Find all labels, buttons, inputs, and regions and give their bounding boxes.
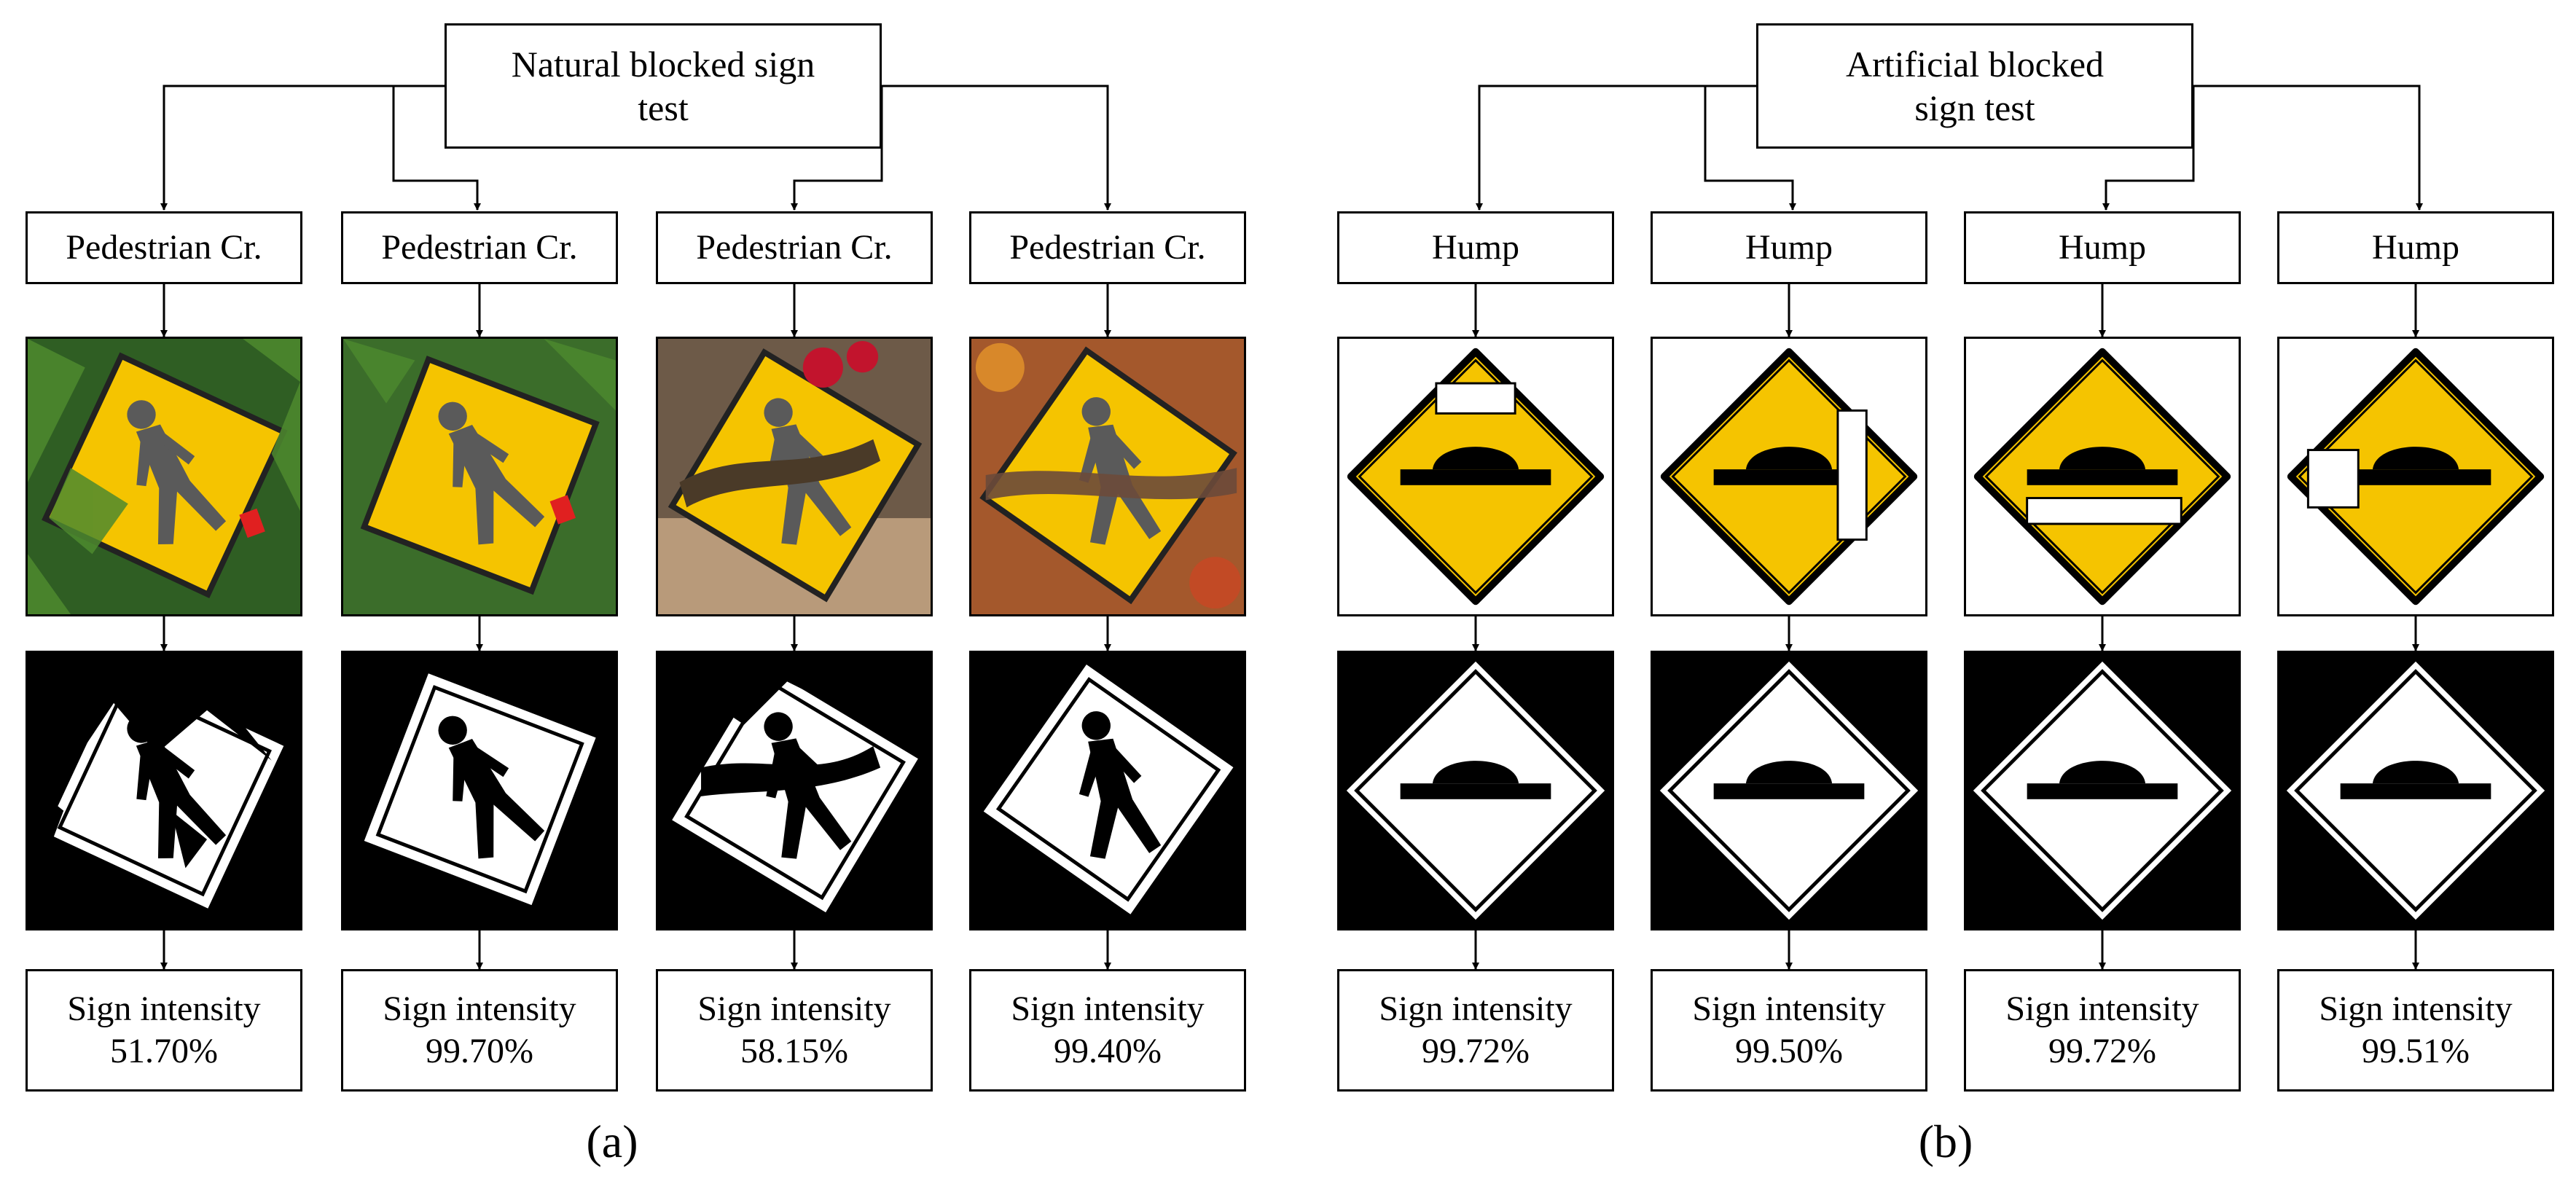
result-value: 51.70% [110, 1032, 218, 1070]
root-line-2: test [638, 87, 689, 128]
result-value: 99.72% [2048, 1032, 2156, 1070]
root-natural-test: Natural blocked sign test [445, 23, 882, 149]
sign-photo [969, 337, 1246, 616]
sign-label: Pedestrian Cr. [696, 228, 893, 267]
panel-label-a: (a) [586, 1116, 638, 1167]
binary-mask-image [656, 651, 933, 930]
sign-label-box: Pedestrian Cr. [656, 211, 933, 284]
result-label: Sign intensity [2005, 990, 2199, 1029]
result-value: 99.72% [1422, 1032, 1530, 1070]
result-value: 99.51% [2362, 1032, 2470, 1070]
sign-label: Hump [1432, 228, 1519, 267]
sign-label: Hump [2372, 228, 2459, 267]
result-label: Sign intensity [383, 990, 576, 1029]
blocked-sign-image [1964, 337, 2241, 616]
sign-photo [656, 337, 933, 616]
sign-label: Pedestrian Cr. [1009, 228, 1206, 267]
binary-mask-image [1651, 651, 1927, 930]
binary-mask-image [1337, 651, 1614, 930]
root-line-2: sign test [1914, 87, 2035, 128]
sign-label-box: Hump [2277, 211, 2554, 284]
result-value: 99.70% [426, 1032, 533, 1070]
blocked-sign-image [2277, 337, 2554, 616]
sign-label-box: Pedestrian Cr. [341, 211, 618, 284]
sign-label: Pedestrian Cr. [381, 228, 578, 267]
result-value: 99.40% [1054, 1032, 1162, 1070]
blocked-sign-image [1651, 337, 1927, 616]
sign-label: Pedestrian Cr. [66, 228, 262, 267]
sign-label-box: Hump [1337, 211, 1614, 284]
sign-label-box: Hump [1964, 211, 2241, 284]
root-line-1: Natural blocked sign [511, 44, 815, 85]
sign-label: Hump [1745, 228, 1833, 267]
binary-mask-image [26, 651, 302, 930]
binary-mask-image [1964, 651, 2241, 930]
result-label: Sign intensity [1011, 990, 1205, 1029]
blocked-sign-image [1337, 337, 1614, 616]
binary-mask-image [2277, 651, 2554, 930]
result-label: Sign intensity [67, 990, 261, 1029]
result-label: Sign intensity [697, 990, 891, 1029]
sign-photo [26, 337, 302, 616]
panel-label-b: (b) [1918, 1116, 1973, 1167]
sign-label-box: Hump [1651, 211, 1927, 284]
sign-label: Hump [2059, 228, 2146, 267]
result-label: Sign intensity [2319, 990, 2513, 1029]
root-line-1: Artificial blocked [1845, 44, 2105, 85]
binary-mask-image [341, 651, 618, 930]
sign-label-box: Pedestrian Cr. [26, 211, 302, 284]
binary-mask-image [969, 651, 1246, 930]
root-artificial-test: Artificial blocked sign test [1756, 23, 2193, 149]
result-value: 58.15% [740, 1032, 848, 1070]
result-value: 99.50% [1735, 1032, 1843, 1070]
sign-label-box: Pedestrian Cr. [969, 211, 1246, 284]
result-label: Sign intensity [1379, 990, 1573, 1029]
sign-photo [341, 337, 618, 616]
result-label: Sign intensity [1692, 990, 1886, 1029]
